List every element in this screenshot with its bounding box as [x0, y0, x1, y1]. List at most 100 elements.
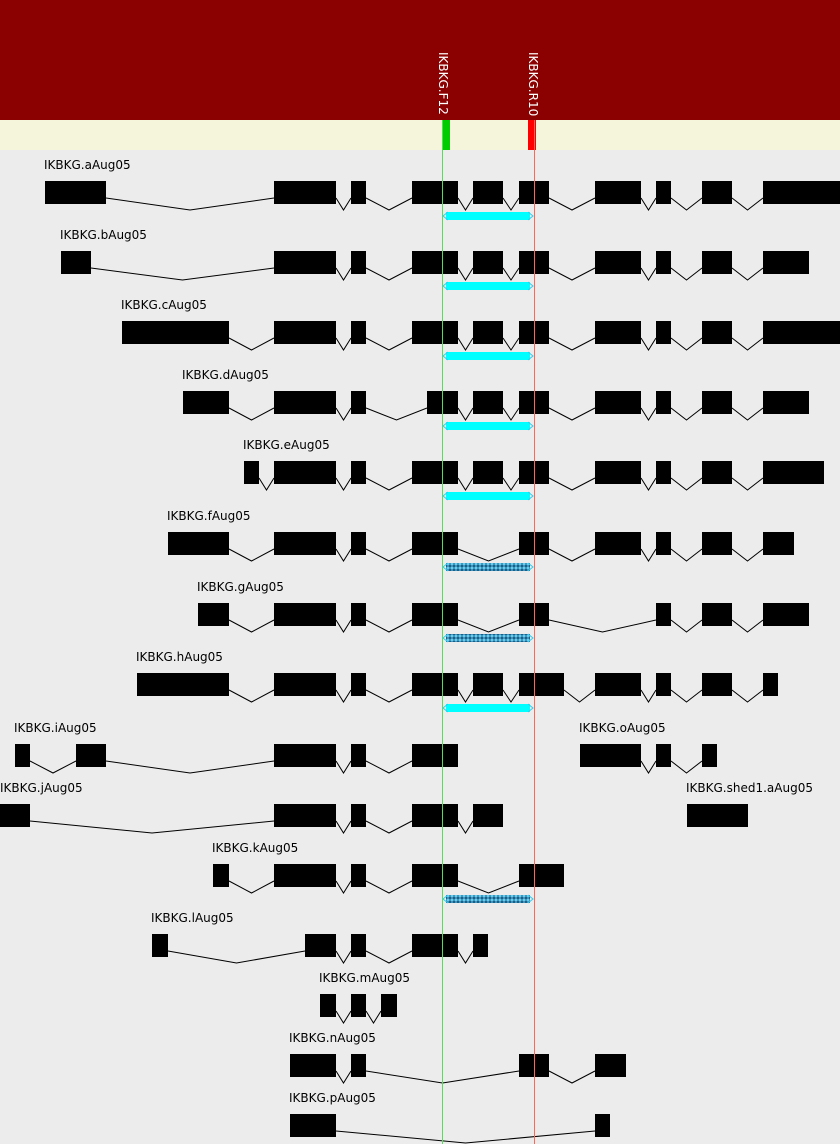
- intron-line: [105, 197, 275, 211]
- intron-line: [670, 407, 703, 421]
- intron-line: [457, 820, 474, 834]
- intron-line: [365, 337, 413, 351]
- intron-line: [731, 619, 764, 633]
- exon: [183, 391, 229, 414]
- transcript-label: IKBKG.lAug05: [151, 911, 234, 925]
- exon: [687, 804, 748, 827]
- intron-line: [640, 548, 657, 562]
- exon: [274, 673, 336, 696]
- exon: [763, 321, 840, 344]
- exon: [351, 532, 366, 555]
- exon: [473, 391, 503, 414]
- exon: [763, 603, 809, 626]
- exon: [76, 744, 106, 767]
- exon: [351, 461, 366, 484]
- exon: [351, 994, 366, 1017]
- exon: [656, 391, 671, 414]
- exon: [320, 994, 336, 1017]
- intron-line: [365, 880, 413, 894]
- exon: [274, 744, 336, 767]
- exon: [412, 532, 458, 555]
- intron-line: [670, 548, 703, 562]
- exon: [412, 603, 458, 626]
- intron-line: [365, 950, 413, 964]
- intron-line: [457, 619, 520, 633]
- transcript-label: IKBKG.eAug05: [243, 438, 330, 452]
- exon: [595, 321, 641, 344]
- exon: [351, 934, 366, 957]
- exon: [656, 251, 671, 274]
- exon: [168, 532, 229, 555]
- transcript-label: IKBKG.gAug05: [197, 580, 284, 594]
- exon: [702, 321, 732, 344]
- exon: [763, 532, 794, 555]
- pcr-product-bar: [446, 895, 530, 903]
- intron-line: [335, 1130, 596, 1144]
- intron-line: [670, 477, 703, 491]
- intron-line: [731, 548, 764, 562]
- intron-line: [335, 337, 352, 351]
- exon: [595, 461, 641, 484]
- exon: [595, 1054, 626, 1077]
- exon: [656, 603, 671, 626]
- transcript-label: IKBKG.aAug05: [44, 158, 131, 172]
- intron-line: [457, 548, 520, 562]
- exon: [412, 321, 458, 344]
- exon: [351, 804, 366, 827]
- exon: [412, 673, 458, 696]
- intron-line: [365, 548, 413, 562]
- intron-line: [502, 197, 520, 211]
- exon: [595, 673, 641, 696]
- exon: [351, 391, 366, 414]
- intron-line: [548, 477, 596, 491]
- product-end-arrow-icon: [527, 562, 534, 572]
- exon: [763, 673, 778, 696]
- exon: [763, 251, 809, 274]
- intron-line: [228, 689, 275, 703]
- exon: [656, 532, 671, 555]
- exon: [61, 251, 91, 274]
- exon: [290, 1114, 336, 1137]
- exon: [473, 181, 503, 204]
- exon: [473, 934, 488, 957]
- exon: [15, 744, 30, 767]
- exon: [656, 461, 671, 484]
- intron-line: [365, 267, 413, 281]
- primer-label: IKBKG.F12: [436, 52, 450, 115]
- intron-line: [457, 880, 520, 894]
- intron-line: [365, 407, 428, 421]
- pcr-product-bar: [446, 492, 530, 500]
- exon: [656, 181, 671, 204]
- exon: [656, 744, 671, 767]
- product-end-arrow-icon: [527, 633, 534, 643]
- exon: [702, 532, 732, 555]
- intron-line: [548, 619, 657, 633]
- transcript-label: IKBKG.jAug05: [0, 781, 83, 795]
- product-end-arrow-icon: [527, 281, 534, 291]
- intron-line: [335, 820, 352, 834]
- transcript-label: IKBKG.pAug05: [289, 1091, 376, 1105]
- intron-line: [548, 548, 596, 562]
- intron-line: [365, 619, 413, 633]
- exon: [152, 934, 168, 957]
- intron-line: [731, 689, 764, 703]
- exon: [595, 181, 641, 204]
- intron-line: [457, 477, 474, 491]
- exon: [244, 461, 259, 484]
- intron-line: [228, 337, 275, 351]
- exon: [274, 864, 336, 887]
- intron-line: [228, 548, 275, 562]
- intron-line: [457, 407, 474, 421]
- transcript-label: IKBKG.dAug05: [182, 368, 269, 382]
- product-end-arrow-icon: [527, 351, 534, 361]
- intron-line: [365, 689, 413, 703]
- primer-marker: [442, 120, 450, 150]
- intron-line: [335, 619, 352, 633]
- exon: [595, 251, 641, 274]
- intron-line: [335, 1010, 352, 1024]
- exon: [412, 804, 458, 827]
- exon: [412, 934, 458, 957]
- intron-line: [502, 477, 520, 491]
- exon: [351, 1054, 366, 1077]
